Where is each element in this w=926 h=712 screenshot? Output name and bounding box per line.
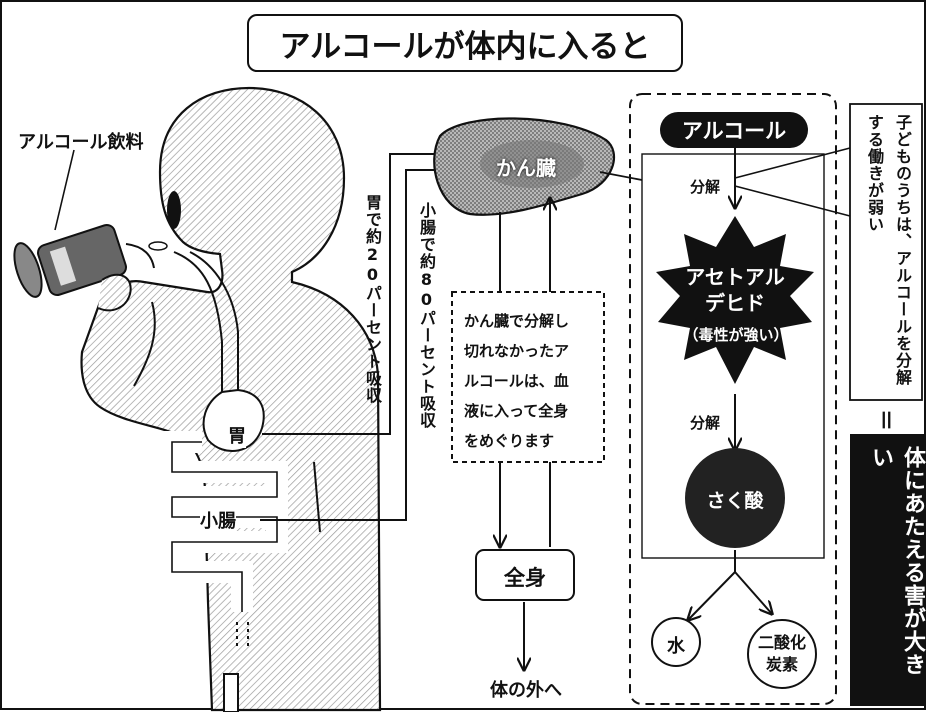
co2-circle (747, 619, 817, 689)
acetaldehyde-note: （毒性が強い） (683, 326, 789, 344)
co2-line: 炭素 (765, 655, 798, 674)
intestine-absorb-label: 小腸で約80パーセント吸収 (417, 202, 436, 429)
whole-body-box (475, 549, 575, 601)
water-circle (651, 617, 701, 667)
children-note-box (849, 103, 923, 401)
stomach-absorb-label: 胃で約20パーセント吸収 (363, 194, 382, 404)
acetic-acid-label: さく酸 (706, 490, 764, 512)
drink-label: アルコール飲料 (18, 132, 144, 153)
note-line: かん臓で分解し (464, 312, 570, 330)
drink-can-icon (13, 223, 155, 298)
eye-icon (167, 191, 181, 229)
note-line: をめぐります (464, 432, 555, 450)
stomach-label: 胃 (228, 422, 246, 448)
co2-line: 二酸化 (757, 633, 806, 652)
note-box (451, 291, 605, 463)
equals-sign: ＝ (872, 408, 898, 432)
hand-icon (97, 273, 156, 387)
note-line: 液に入って全身 (464, 402, 569, 420)
esophagus-inner (189, 251, 239, 394)
whole-body-label: 全身 (504, 566, 546, 590)
children-note: 子どものうちは、アルコールを分解する働きが弱い (865, 114, 912, 386)
note-line: 切れなかったア (464, 342, 570, 360)
harm-note-box (850, 434, 924, 706)
note-line: ルコールは、血 (464, 372, 569, 390)
out-of-body-label: 体の外へ (490, 680, 562, 701)
intestine-to-liver-line (260, 170, 460, 521)
page-title: アルコールが体内に入ると (247, 14, 683, 72)
harm-note: 体にあたえる害が大きい (868, 446, 925, 676)
undecomposed-note: かん臓で分解し 切れなかったア ルコールは、血 液に入って全身 をめぐります (464, 306, 598, 456)
decompose-label-2: 分解 (688, 412, 723, 433)
mouth-icon (148, 241, 168, 251)
stomach-to-liver-line (262, 154, 460, 435)
acetic-acid-circle (685, 448, 785, 548)
acetaldehyde-star (656, 216, 814, 384)
acetaldehyde-line: デヒド (705, 291, 765, 315)
esophagus (173, 251, 223, 394)
process-frame (629, 93, 837, 705)
acetaldehyde-line: アセトアル (685, 265, 785, 289)
stomach-organ (202, 388, 265, 453)
small-intestine-label: 小腸 (200, 507, 236, 533)
alcohol-node: アルコール (660, 112, 808, 148)
acetaldehyde-label: アセトアル デヒド (676, 264, 794, 316)
liver-label: かん臓 (496, 156, 556, 180)
water-label: 水 (667, 636, 685, 657)
co2-label: 二酸化 炭素 (748, 632, 816, 676)
decompose-label-1: 分解 (688, 176, 723, 197)
